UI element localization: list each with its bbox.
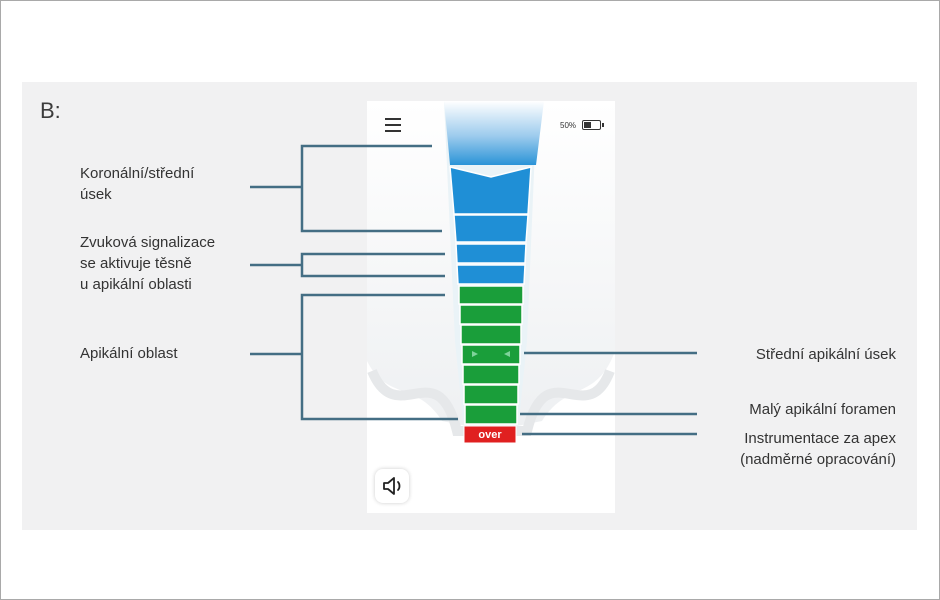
meter-segment-green	[458, 285, 524, 305]
meter-segment-green	[461, 344, 521, 365]
battery-icon	[582, 120, 604, 130]
speaker-button[interactable]	[375, 469, 409, 503]
over-label: over	[478, 429, 502, 441]
label-apical-region: Apikální oblast	[80, 345, 178, 362]
meter-segment-over	[463, 425, 517, 444]
label-apical-foramen: Malý apikální foramen	[749, 401, 896, 418]
meter-segment-green	[463, 384, 519, 405]
label-mid-apical: Střední apikální úsek	[755, 346, 896, 363]
meter-segment-blue	[455, 243, 527, 264]
label-coronal: Koronální/střední úsek	[80, 165, 195, 203]
speaker-icon	[383, 477, 401, 495]
meter-segment-green	[462, 364, 520, 385]
mid-apical-marker-right	[504, 351, 510, 357]
meter-segment-blue	[449, 166, 532, 215]
mid-apical-marker-left	[472, 351, 478, 357]
meter-top-gradient	[444, 101, 544, 165]
label-sound-signal: Zvuková signalizace se aktivuje těsně u …	[80, 234, 216, 293]
connector-lines	[250, 144, 697, 436]
menu-icon[interactable]	[385, 118, 401, 132]
section-label: B:	[40, 98, 61, 123]
label-over-instrumentation: Instrumentace za apex (nadměrné opracová…	[740, 430, 896, 468]
bracket-sound	[300, 252, 445, 278]
meter-segment-green	[459, 304, 523, 325]
meter-segment-green	[460, 324, 522, 345]
meter-segment-blue	[456, 264, 526, 285]
bracket-apical	[300, 293, 458, 421]
bracket-coronal	[300, 144, 442, 233]
meter-segment-blue	[453, 214, 529, 243]
battery-percentage: 50%	[560, 121, 577, 130]
meter-segment-green	[464, 404, 518, 425]
